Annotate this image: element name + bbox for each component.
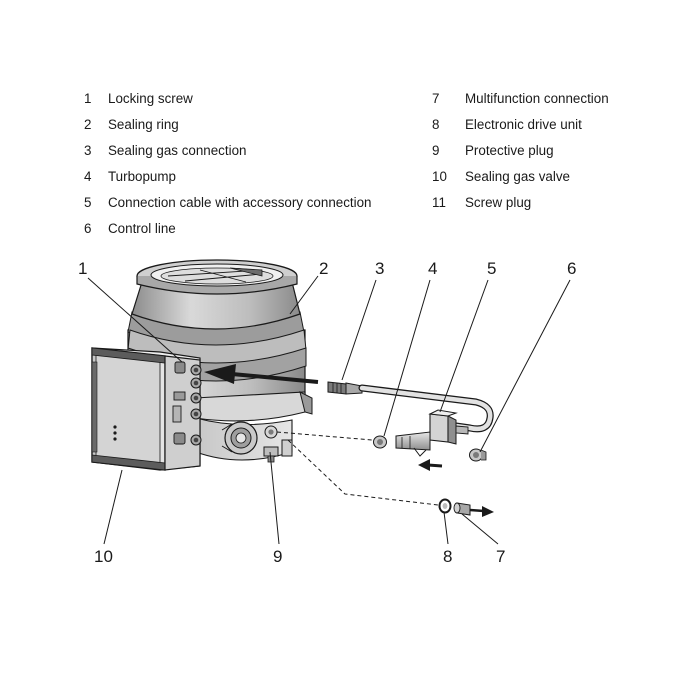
- leader-lines: [87, 275, 571, 545]
- electronic-drive-unit: [91, 347, 202, 471]
- legend-num: 4: [84, 168, 92, 184]
- legend-num: 10: [432, 168, 447, 184]
- protective-plug-part: [373, 435, 387, 449]
- sealing-gas-valve: [395, 409, 469, 471]
- legend-label: Multifunction connection: [465, 91, 609, 106]
- legend-row-6: 6 Control line: [84, 216, 372, 242]
- legend-row-7: 7 Multifunction connection: [432, 86, 609, 112]
- legend-row-10: 10 Sealing gas valve: [432, 164, 609, 190]
- legend-row-5: 5 Connection cable with accessory connect…: [84, 190, 372, 216]
- legend-label: Locking screw: [108, 91, 193, 106]
- legend-num: 11: [432, 194, 446, 210]
- legend-row-4: 4 Turbopump: [84, 164, 372, 190]
- assembly-dashed-lines: [276, 431, 439, 506]
- callout-9: 9: [273, 547, 282, 566]
- callout-6: 6: [567, 259, 576, 278]
- legend-label: Electronic drive unit: [465, 116, 582, 132]
- legend-num: 1: [84, 91, 92, 106]
- legend-label: Sealing gas connection: [108, 142, 247, 158]
- legend-row-9: 9 Protective plug: [432, 138, 609, 164]
- connector-sockets: [172, 361, 202, 446]
- sealing-ring-part: [438, 498, 452, 514]
- callout-8: 8: [443, 547, 452, 566]
- legend-label: Protective plug: [465, 142, 554, 158]
- legend-num: 9: [432, 142, 440, 158]
- legend-num: 6: [84, 220, 92, 236]
- legend-right-column: 7 Multifunction connection 8 Electronic dr…: [432, 86, 609, 216]
- legend-row-1: 1 Locking screw: [84, 86, 372, 112]
- legend-label: Connection cable with accessory connecti…: [108, 194, 372, 210]
- callout-7: 7: [496, 547, 505, 566]
- legend-label: Screw plug: [465, 194, 532, 210]
- insertion-arrow: [204, 364, 319, 384]
- screw-plug-part: [469, 448, 487, 462]
- legend-row-2: 2 Sealing ring: [84, 112, 372, 138]
- legend-label: Sealing ring: [108, 116, 179, 132]
- legend-num: 7: [432, 91, 440, 106]
- legend-label: Sealing gas valve: [465, 168, 570, 184]
- legend-label: Turbopump: [108, 168, 176, 184]
- legend-left-column: 1 Locking screw 2 Sealing ring 3 Sealing ga…: [84, 86, 372, 241]
- callout-2: 2: [319, 259, 328, 278]
- connection-cable: [327, 381, 494, 433]
- legend-row-11: 11 Screw plug: [432, 190, 609, 216]
- callout-1: 1: [78, 259, 87, 278]
- legend-num: 2: [84, 116, 92, 132]
- legend-num: 3: [84, 142, 92, 158]
- callout-3: 3: [375, 259, 384, 278]
- legend-label: Control line: [108, 220, 176, 236]
- callout-10: 10: [94, 547, 113, 566]
- legend-num: 5: [84, 194, 92, 210]
- callout-5: 5: [487, 259, 496, 278]
- legend-row-8: 8 Electronic drive unit: [432, 112, 609, 138]
- legend-num: 8: [432, 116, 440, 132]
- callout-4: 4: [428, 259, 437, 278]
- legend-row-3: 3 Sealing gas connection: [84, 138, 372, 164]
- callout-labels: 1 2 3 4 5 6 7 8 9 10: [78, 259, 576, 566]
- multifunction-connection-part: [453, 502, 494, 517]
